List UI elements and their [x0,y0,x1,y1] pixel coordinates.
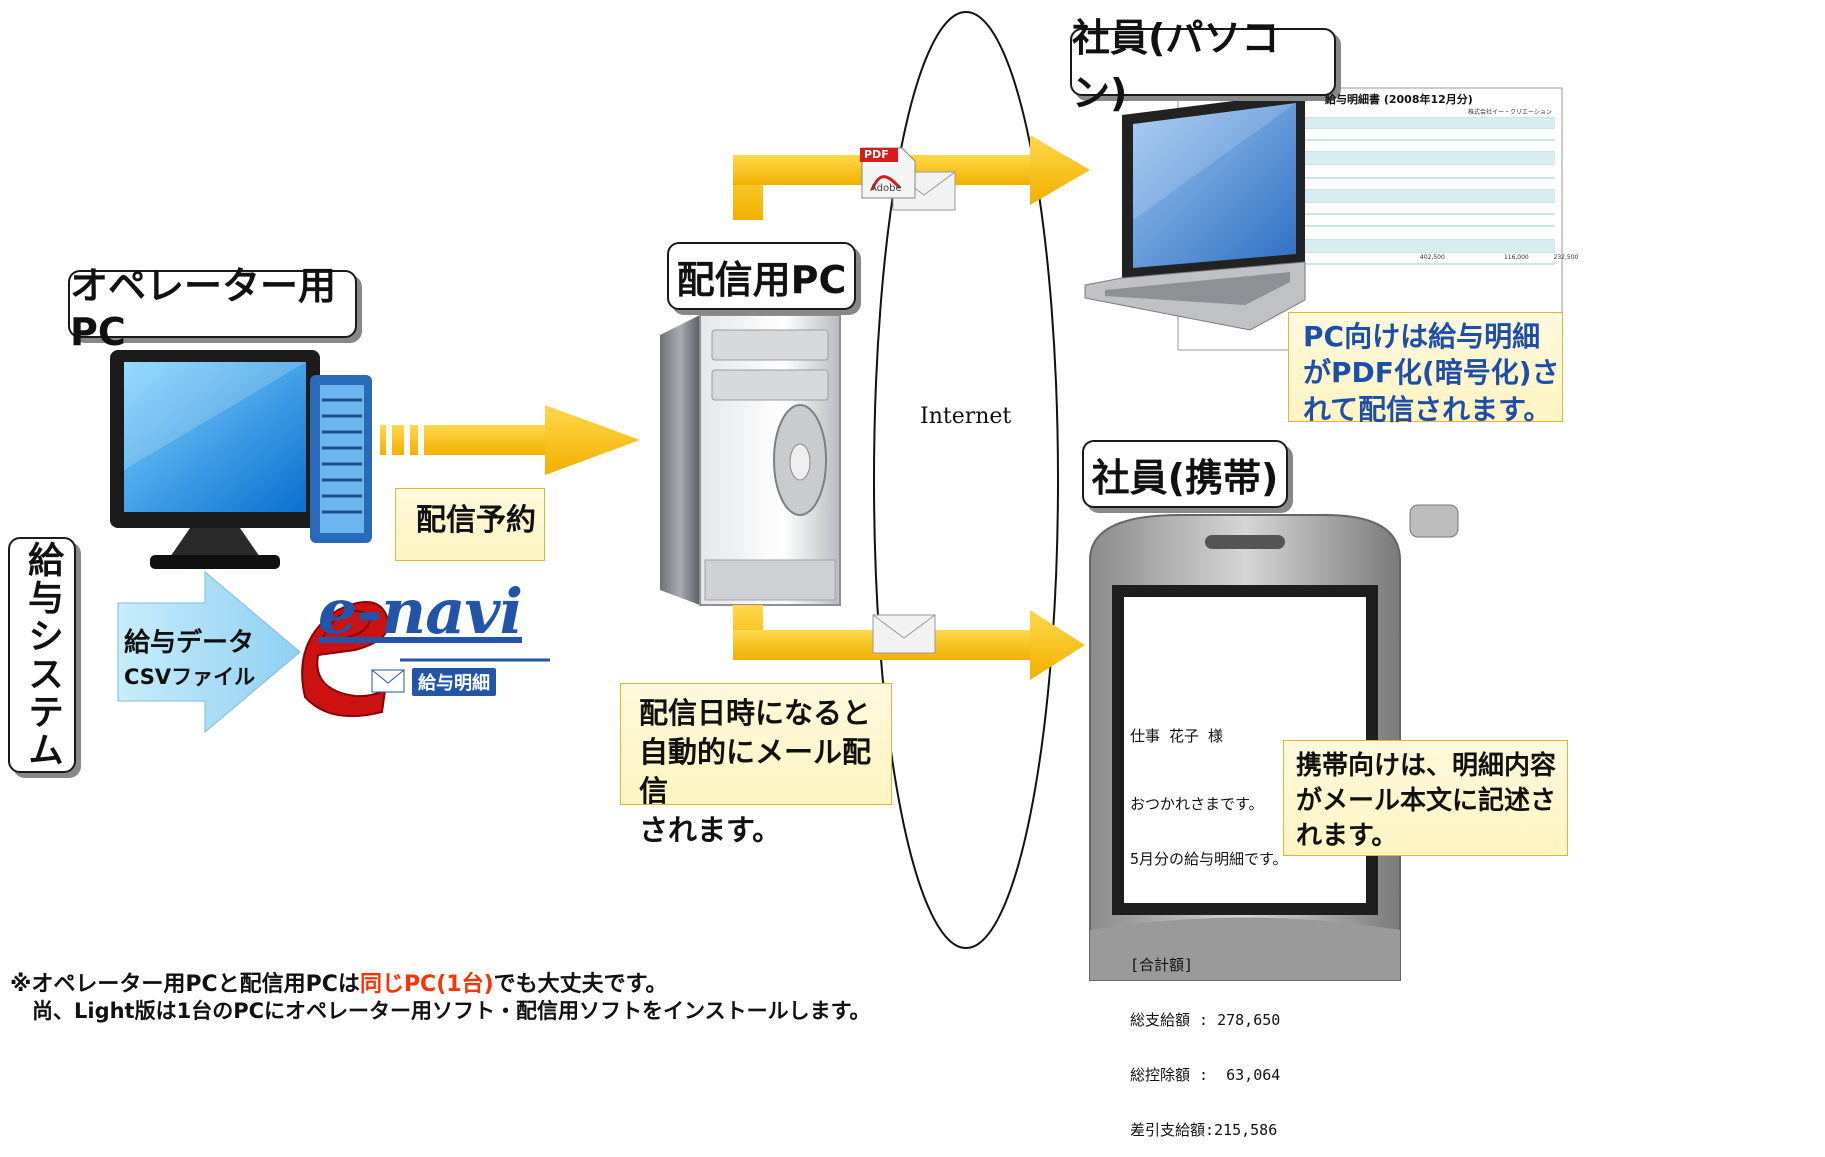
mobile-mail-note: 携帯向けは、明細内容 がメール本文に記述さ れます。 [1283,740,1568,856]
footer-note-line2: 尚、Light版は1台のPCにオペレーター用ソフト・配信用ソフトをインストールし… [32,999,871,1023]
reservation-note: 配信予約 [395,488,545,561]
pc-pdf-note: PC向けは給与明細 がPDF化(暗号化)さ れて配信されます。 [1288,312,1563,426]
operator-monitor-icon [110,350,372,569]
payslip-totals: 402,500 116,000 232,500 [1420,254,1578,261]
note-line: れます。 [1296,821,1398,852]
note-line: れて配信されます。 [1303,392,1552,426]
note-line: がメール本文に記述さ [1296,786,1557,817]
reservation-arrow [380,405,640,475]
phone-recipient: 仕事 花子 様 [1130,726,1224,745]
note-line: 配信日時になると [639,696,872,730]
payslip-value: 232,500 [1553,254,1579,261]
diagram-canvas [110,11,1563,981]
payslip-value: 402,500 [1420,254,1445,261]
payslip-title: 給与明細書 (2008年12月分) [1325,93,1473,106]
delivery-server-icon [660,314,841,606]
operator-pc-title: オペレーター用PC [68,264,357,354]
e-navi-logo-text: e-navi [318,575,523,648]
footer-highlight: 同じPC(1台) [359,972,494,997]
note-line: 携帯向けは、明細内容 [1296,751,1557,781]
employee-pc-title: 社員(パソコン) [1070,16,1336,115]
auto-delivery-note: 配信日時になると 自動的にメール配信 されます。 [620,683,892,847]
csv-arrow-line1: 給与データ [124,628,255,658]
e-navi-logo-sub: 給与明細 [412,668,496,696]
reservation-note-text: 配信予約 [416,503,536,538]
csv-data-arrow [117,570,301,734]
phone-line: 総支給額 : 278,650 [1130,1010,1281,1029]
pdf-document-icon [860,147,916,199]
note-line: PC向けは給与明細 [1303,320,1541,353]
laptop-icon [1084,92,1306,331]
note-line: されます。 [639,813,782,848]
delivery-pc-title: 配信用PC [667,242,856,310]
phone-line: 5月分の給与明細です。 [1130,850,1288,869]
csv-arrow-text: 給与データ CSVファイル [124,622,255,691]
note-line: がPDF化(暗号化)さ [1303,356,1560,390]
internet-label: Internet [920,404,1012,429]
footer-note: ※オペレーター用PCと配信用PCは同じPC(1台)でも大丈夫です。 [10,966,667,998]
phone-line: 差引支給額:215,586 [1130,1120,1278,1139]
e-navi-logo [301,601,550,718]
phone-line [1130,905,1288,919]
phone-line: [合計額] [1130,955,1194,974]
payslip-company: 株式会社イー・クリエーション [1468,109,1552,116]
phone-line: おつかれさまです。 [1130,795,1264,814]
footer-prefix: ※オペレーター用PCと配信用PCは [10,972,360,997]
pdf-icon-label: PDF [864,148,889,161]
payslip-value: 116,000 [1503,254,1529,261]
phone-line: 総控除額 : 63,064 [1130,1065,1281,1084]
payroll-system-box: 給与システム [8,537,76,773]
mail-envelope-icon [872,614,936,654]
phone-screen-text: 仕事 花子 様 おつかれさまです。 5月分の給与明細です。 [合計額] 総支給額… [1130,690,1288,1157]
note-line: 自動的にメール配信 [639,735,872,809]
csv-arrow-line2: CSVファイル [124,665,256,689]
internet-ellipse [873,11,1059,949]
pdf-icon-brand: Adobe [870,183,902,194]
footer-suffix: でも大丈夫です。 [493,972,668,997]
employee-mobile-title: 社員(携帯) [1082,440,1288,508]
